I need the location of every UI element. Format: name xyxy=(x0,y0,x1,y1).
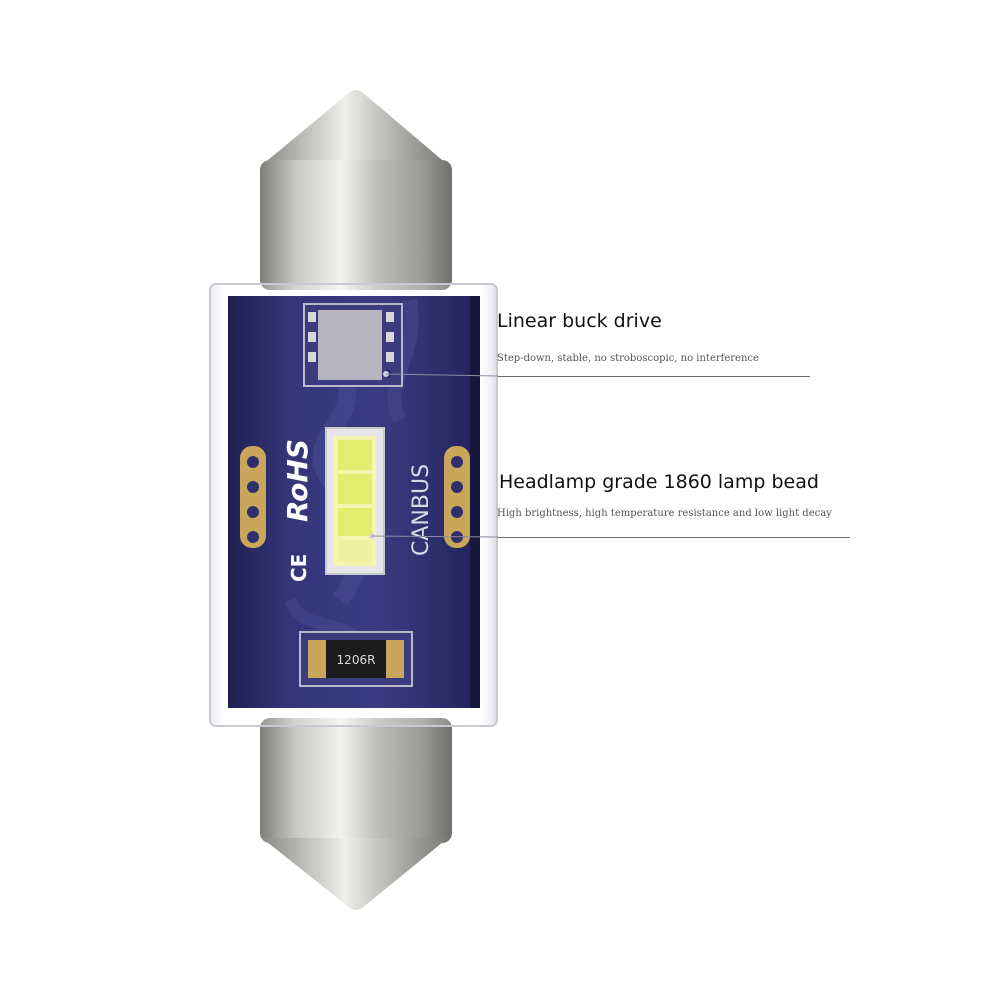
left-solder-pads xyxy=(240,446,266,548)
right-solder-pads xyxy=(444,446,470,548)
rohs-mark: RoHS xyxy=(281,439,314,522)
resistor-1206r: 1206R xyxy=(299,631,413,687)
callout-line-lamp-bead xyxy=(498,537,850,538)
driver-ic-chip xyxy=(303,303,403,387)
bottom-metal-cap xyxy=(260,718,452,910)
callout-subtitle-lamp-bead: High brightness, high temperature resist… xyxy=(497,508,832,519)
led-lamp-bead xyxy=(325,427,385,575)
resistor-label: 1206R xyxy=(337,653,376,667)
top-metal-cap xyxy=(260,90,452,290)
leader-line-led xyxy=(371,535,499,538)
leader-line-driver xyxy=(385,373,499,377)
canbus-label: CANBUS xyxy=(409,464,434,556)
callout-subtitle-buck-drive: Step-down, stable, no stroboscopic, no i… xyxy=(497,353,759,364)
ce-mark: CE xyxy=(287,554,311,582)
callout-title-buck-drive: Linear buck drive xyxy=(497,310,662,332)
callout-title-lamp-bead: Headlamp grade 1860 lamp bead xyxy=(499,471,819,493)
callout-line-buck-drive xyxy=(498,376,810,377)
